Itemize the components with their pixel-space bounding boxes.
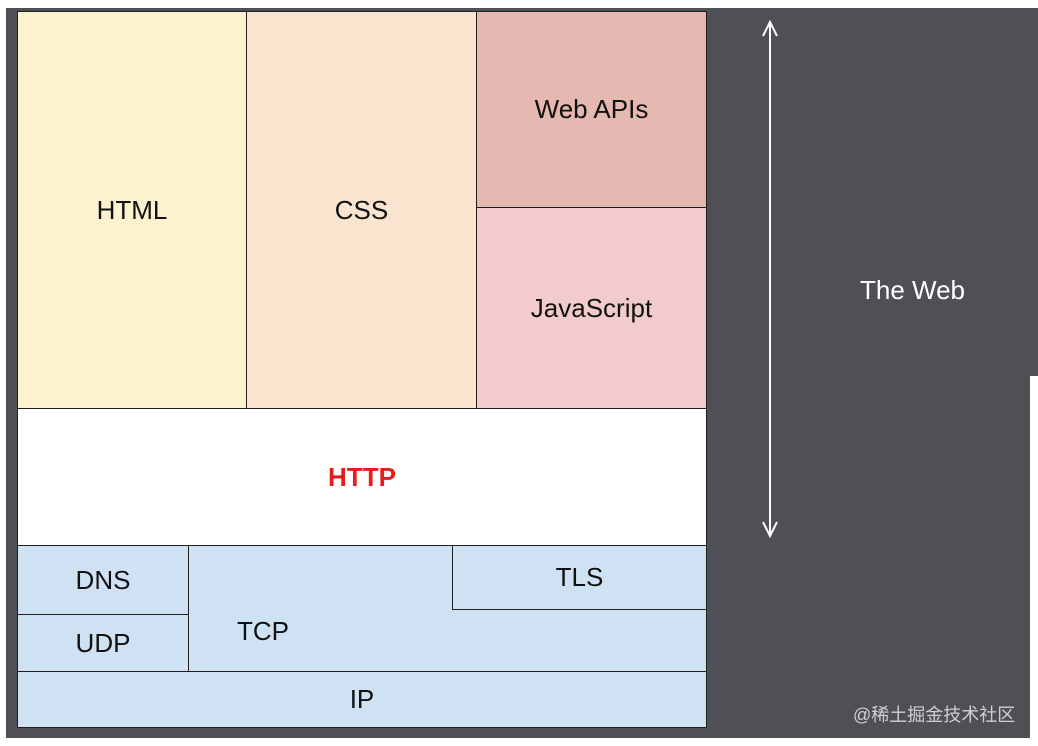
- javascript-layer: JavaScript: [476, 207, 707, 409]
- dns-layer: DNS: [17, 545, 189, 615]
- http-label: HTTP: [328, 461, 396, 492]
- dns-label: DNS: [75, 564, 131, 595]
- double-arrow-icon: [762, 19, 778, 539]
- watermark: @稀土掘金技术社区: [853, 705, 1016, 725]
- protocol-stack: HTML CSS Web APIs JavaScript HTTP DNS UD…: [17, 11, 707, 728]
- the-web-label: The Web: [860, 275, 966, 305]
- http-layer: HTTP: [17, 408, 707, 546]
- javascript-label: JavaScript: [530, 292, 653, 323]
- background-notch: [1030, 376, 1038, 746]
- tcp-label: TCP: [237, 616, 289, 646]
- html-layer: HTML: [17, 11, 247, 409]
- udp-layer: UDP: [17, 614, 189, 672]
- web-apis-label: Web APIs: [534, 94, 649, 124]
- udp-label: UDP: [75, 627, 131, 658]
- html-label: HTML: [96, 194, 168, 225]
- web-apis-layer: Web APIs: [476, 11, 707, 208]
- tls-layer: TLS: [452, 545, 707, 610]
- ip-label: IP: [349, 684, 375, 714]
- ip-layer: IP: [17, 671, 707, 728]
- css-layer: CSS: [246, 11, 477, 409]
- bottom-margin: [0, 738, 1038, 746]
- css-label: CSS: [334, 194, 389, 225]
- tls-label: TLS: [555, 562, 604, 592]
